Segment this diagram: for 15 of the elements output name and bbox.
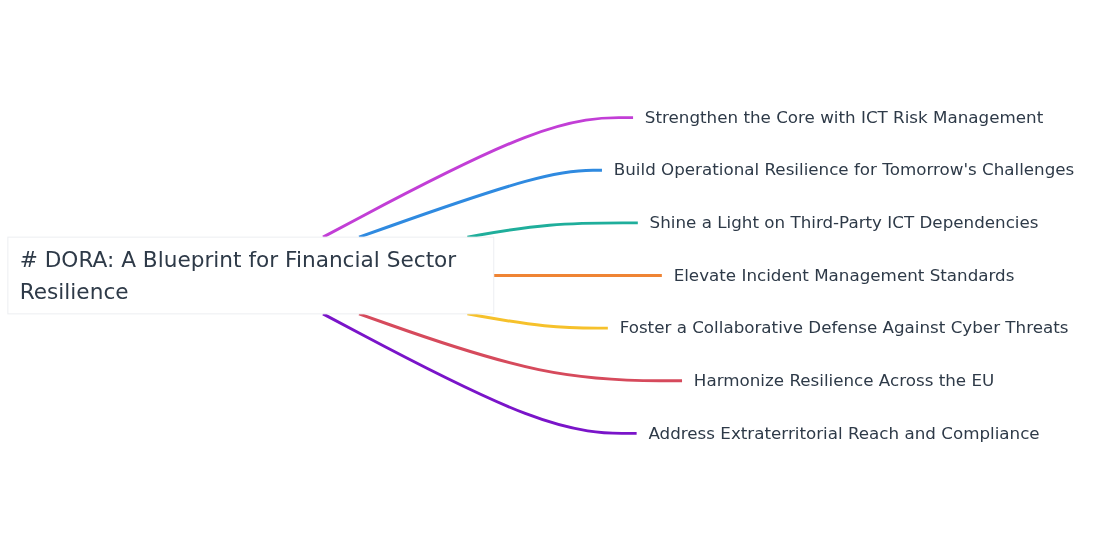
branch-text: Address Extraterritorial Reach and Compliance [648,422,1040,443]
branch-line [358,312,683,383]
branch-text: Build Operational Resilience for Tomorrow's Challenges [613,159,1075,180]
branch-line [358,168,602,239]
topic-box: # DORA: A Blueprint for Financial Sector Resilience [7,236,495,315]
branch-text: Elevate Incident Management Standards [673,264,1015,285]
branch-text: Foster a Collaborative Defense Against Cyber Threats [619,317,1069,338]
branch-line [467,312,608,330]
branch-text: Strengthen the Core with ICT Risk Management [644,107,1044,127]
branch-line [467,221,638,239]
branch-line [322,312,637,435]
branch-text: Harmonize Resilience Across the EU [693,370,995,390]
branch-line [322,116,634,239]
branch-text: Shine a Light on Third-Party ICT Dependencies [649,212,1039,232]
branch-line [493,274,662,277]
